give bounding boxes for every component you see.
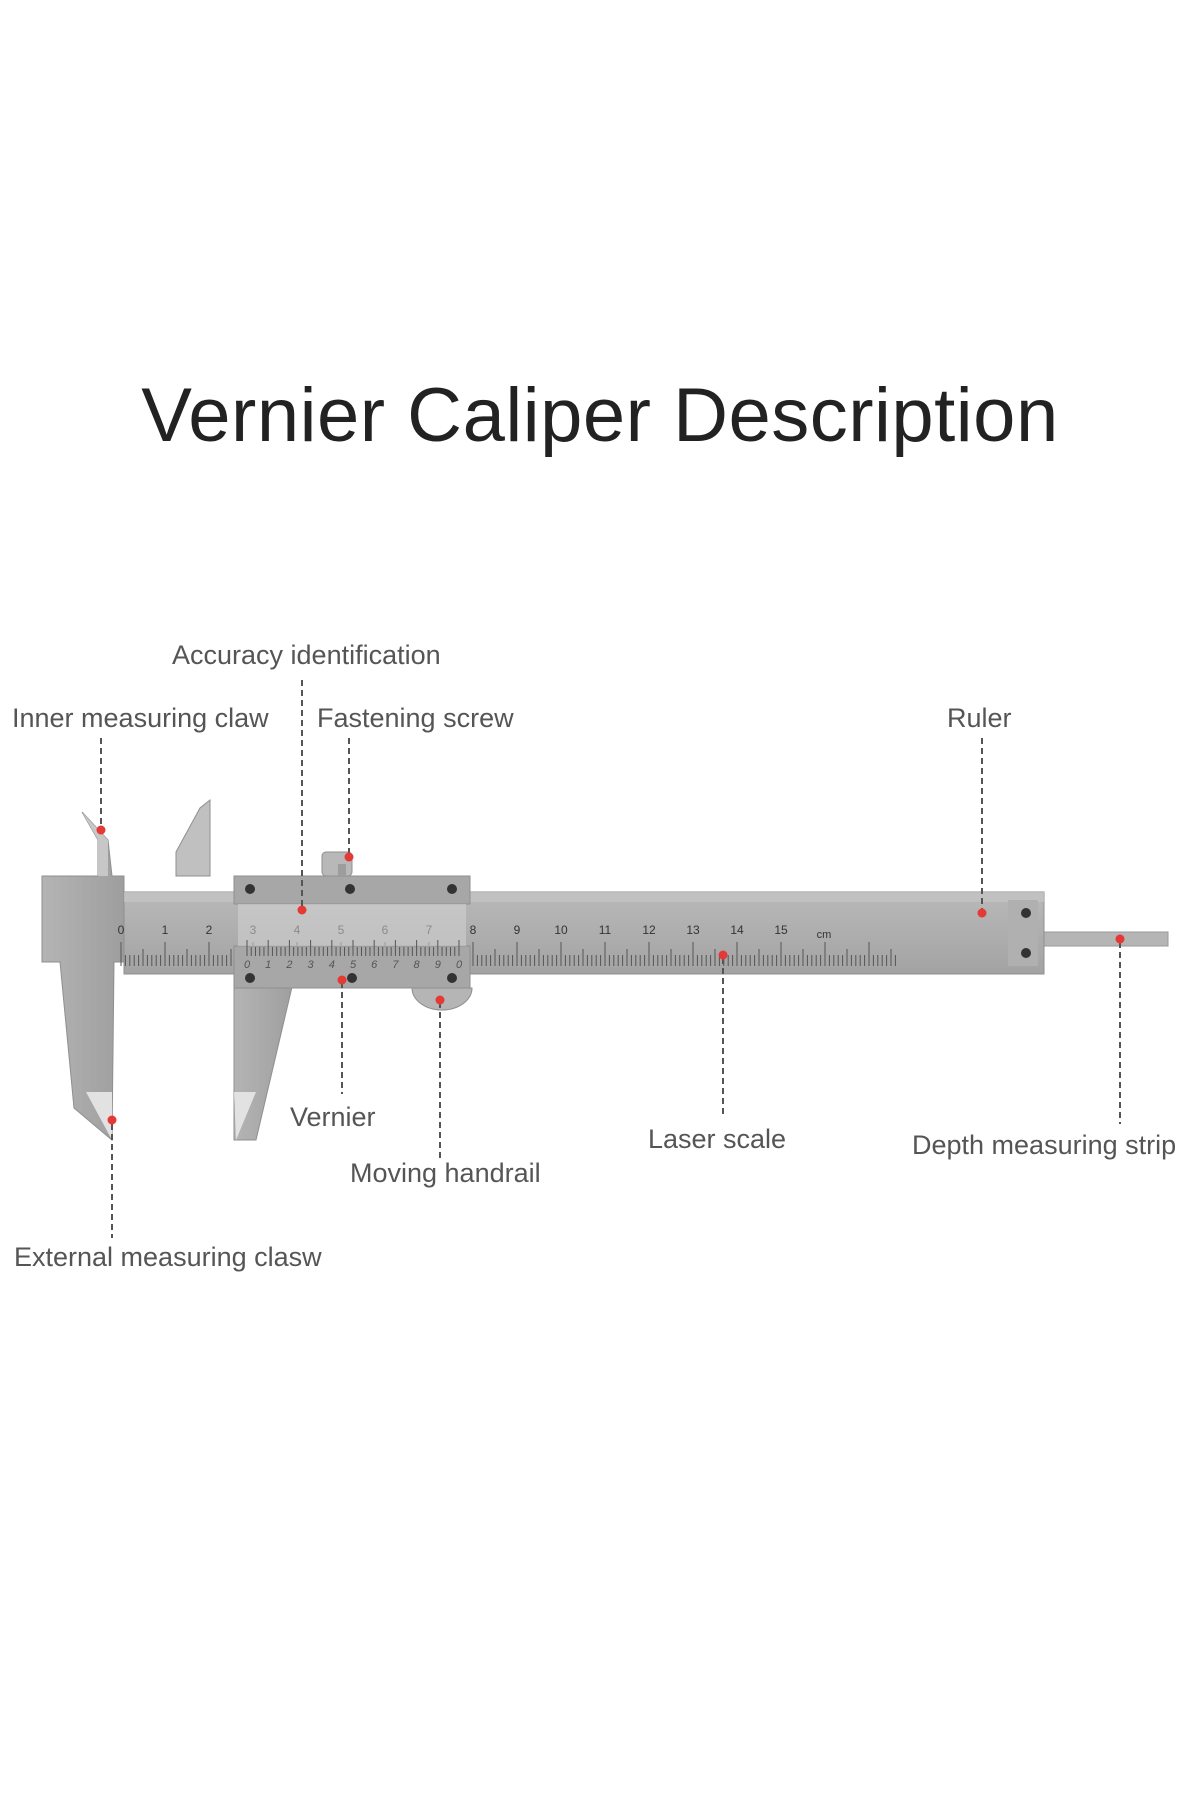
vernier-scale-number: 5: [350, 959, 357, 971]
leader-lines: [100, 680, 1121, 1238]
marker-depth-strip: [1115, 934, 1125, 944]
label-external-measuring-clasw: External measuring clasw: [14, 1242, 322, 1272]
marker-external-claw: [107, 1115, 117, 1125]
main-scale-number: 2: [206, 923, 213, 937]
label-laser-scale: Laser scale: [648, 1124, 787, 1154]
vernier-scale-number: 2: [285, 959, 292, 971]
depth-strip: [1039, 931, 1169, 947]
label-vernier: Vernier: [290, 1102, 376, 1132]
label-inner-measuring-claw: Inner measuring claw: [12, 703, 269, 733]
main-scale-number: 9: [514, 923, 521, 937]
label-moving-handrail: Moving handrail: [350, 1158, 541, 1188]
vernier-scale-number: 0: [244, 959, 251, 971]
marker-accuracy: [297, 905, 307, 915]
vernier-scale-number: 4: [329, 959, 335, 971]
sliding-jaw: [175, 798, 297, 1141]
main-scale-number: 15: [774, 923, 788, 937]
scale-unit: cm: [817, 929, 832, 941]
label-depth-measuring-strip: Depth measuring strip: [912, 1130, 1177, 1160]
main-scale-number: 8: [470, 923, 477, 937]
page-title: Vernier Caliper Description: [141, 373, 1059, 458]
vernier-scale-number: 6: [371, 959, 378, 971]
label-fastening-screw: Fastening screw: [317, 703, 514, 733]
label-ruler: Ruler: [947, 703, 1012, 733]
vernier-scale-number: 7: [392, 959, 399, 971]
vernier-scale-number: 1: [265, 959, 271, 971]
markers: [96, 825, 1125, 1125]
marker-fastening-screw: [344, 852, 354, 862]
vernier-scale-number: 3: [308, 959, 315, 971]
vernier-scale-number: 0: [456, 959, 463, 971]
main-scale-number: 11: [599, 923, 612, 937]
fixed-jaw: [41, 811, 125, 1142]
main-scale-number: 14: [730, 923, 744, 937]
marker-laser-scale: [718, 950, 728, 960]
fastening-screw: [321, 851, 353, 877]
main-scale-number: 1: [162, 923, 169, 937]
label-accuracy-identification: Accuracy identification: [172, 640, 441, 670]
marker-vernier: [337, 975, 347, 985]
main-scale-number: 12: [642, 923, 656, 937]
main-scale-number: 0: [118, 923, 125, 937]
vernier-slider: [233, 875, 471, 989]
main-scale-number: 10: [554, 923, 568, 937]
vernier-scale-number: 9: [435, 959, 441, 971]
main-scale-number: 13: [686, 923, 700, 937]
marker-moving-handrail: [435, 995, 445, 1005]
vernier-scale-numbers: 0 1 2 3 4 5 6 7 8 9 0: [244, 959, 463, 971]
vernier-scale-number: 8: [414, 959, 421, 971]
vernier-scale-ticks: [246, 940, 460, 956]
marker-inner-claw: [96, 825, 106, 835]
marker-ruler: [977, 908, 987, 918]
